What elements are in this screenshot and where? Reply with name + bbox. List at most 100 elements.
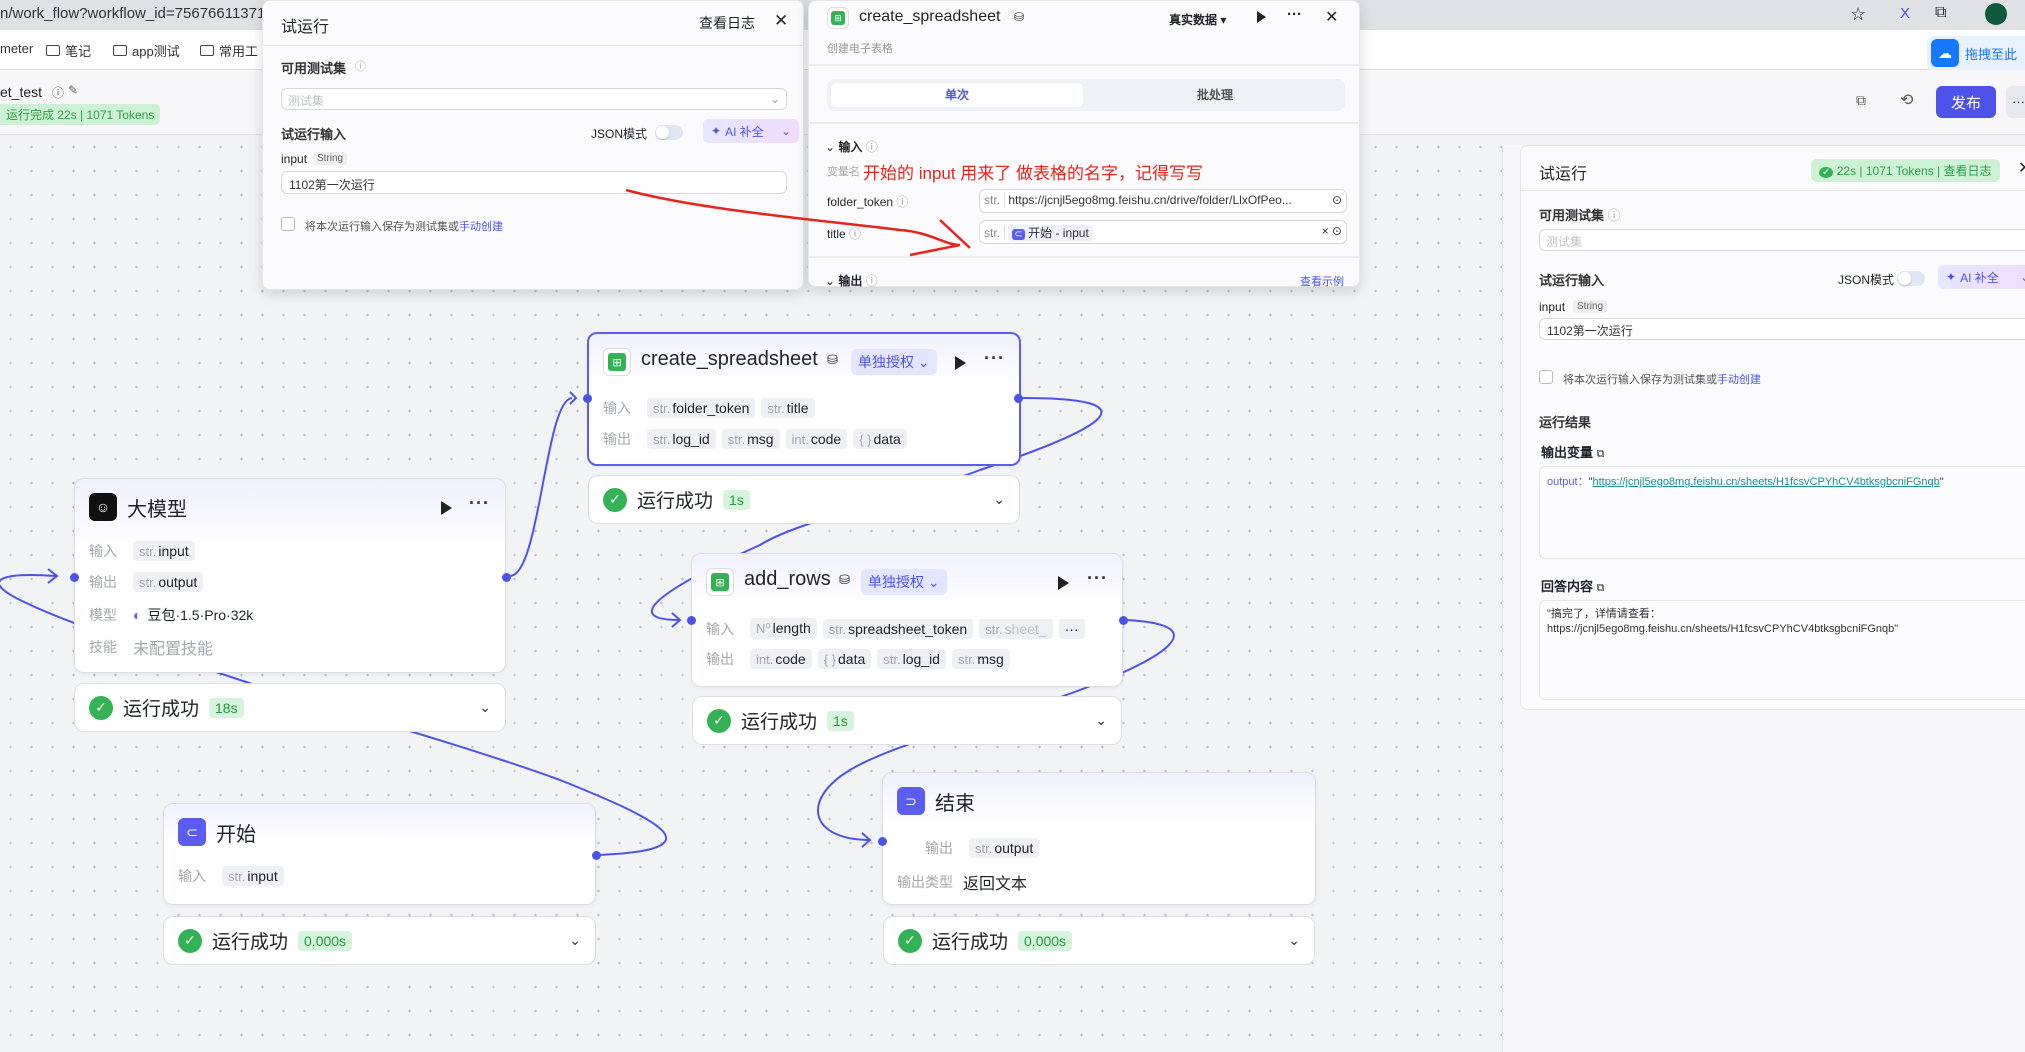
input-section-label: 试运行输入 xyxy=(281,127,347,142)
more-icon[interactable]: ··· xyxy=(1287,6,1302,23)
bookmark-label: meter xyxy=(0,41,34,56)
testset-select[interactable]: 测试集⌄ xyxy=(281,88,787,110)
red-arrow-line xyxy=(625,188,971,257)
chevron-down-icon[interactable]: ⌄ xyxy=(569,932,581,948)
view-log-link[interactable]: 查看日志 xyxy=(1943,164,1992,178)
input-port[interactable] xyxy=(878,837,887,846)
output-port[interactable] xyxy=(502,573,511,582)
output-section-toggle[interactable]: ⌄ 输出 ⓘ xyxy=(825,274,878,288)
manual-create-link[interactable]: 手动创建 xyxy=(1717,374,1761,386)
plugin-icon: ⛁ xyxy=(827,352,838,367)
input-port[interactable] xyxy=(687,616,696,625)
input-field[interactable]: 1102第一次运行 xyxy=(281,171,787,194)
tab-batch[interactable]: 批处理 xyxy=(1196,88,1233,102)
json-mode-label: JSON模式 xyxy=(1838,273,1895,287)
chevron-down-icon[interactable]: ⌄ xyxy=(479,699,491,715)
bookmark-item[interactable]: app测试 xyxy=(113,41,180,60)
divider xyxy=(809,64,1359,66)
close-icon[interactable]: ✕ xyxy=(774,11,789,30)
tab-single[interactable]: 单次 xyxy=(831,83,1083,107)
play-icon[interactable] xyxy=(1257,11,1266,23)
chevron-down-icon[interactable]: ⌄ xyxy=(1288,932,1300,948)
bookmark-item[interactable]: 笔记 xyxy=(46,41,91,60)
node-title: 结束 xyxy=(935,793,975,815)
create-spreadsheet-node[interactable]: ⊞ create_spreadsheet ⛁ 单独授权 ⌄ ··· 输入 str… xyxy=(583,332,1023,466)
publish-button[interactable]: 发布 xyxy=(1936,86,1996,118)
chevron-down-icon[interactable]: ⌄ xyxy=(993,491,1005,507)
ai-fill-button[interactable]: ✦AI 补全⌄ xyxy=(703,119,799,143)
node-title: 大模型 xyxy=(127,499,187,521)
input-port[interactable] xyxy=(583,394,592,403)
param-tag: str.sheet_ xyxy=(979,618,1053,639)
input-field[interactable]: 1102第一次运行 xyxy=(1539,318,2025,340)
check-icon: ✓ xyxy=(178,928,202,953)
save-testset-checkbox[interactable] xyxy=(1539,370,1553,384)
more-button[interactable]: ··· xyxy=(2006,86,2025,118)
manual-create-link[interactable]: 手动创建 xyxy=(459,221,503,233)
save-testset-checkbox[interactable] xyxy=(281,217,295,231)
more-icon[interactable]: ··· xyxy=(984,348,1005,368)
chevron-down-icon[interactable]: ⌄ xyxy=(1095,712,1107,728)
more-icon[interactable]: ··· xyxy=(469,493,490,513)
data-mode-dropdown[interactable]: 真实数据 ▾ xyxy=(1169,13,1227,27)
json-mode-toggle[interactable] xyxy=(655,125,683,140)
trial-run-panel-left: 试运行 查看日志 ✕ 可用测试集 ⓘ 测试集⌄ 试运行输入 JSON模式 ✦AI… xyxy=(262,0,804,290)
title-field[interactable]: str. ⊂ 开始 - input× ⊙ xyxy=(979,220,1347,244)
view-example-link[interactable]: 查看示例 xyxy=(1300,276,1344,288)
view-log-link[interactable]: 查看日志 xyxy=(699,15,755,31)
output-port[interactable] xyxy=(1119,616,1128,625)
output-url-link[interactable]: https://jcnjl5ego8mg.feishu.cn/sheets/H1… xyxy=(1592,476,1940,488)
more-params-button[interactable]: ··· xyxy=(1058,618,1085,639)
edit-icon[interactable]: ✎ xyxy=(68,83,79,97)
auth-dropdown[interactable]: 单独授权 ⌄ xyxy=(861,569,947,595)
output-port[interactable] xyxy=(1014,394,1023,403)
input-label: 输入 xyxy=(603,400,631,416)
auth-dropdown[interactable]: 单独授权 ⌄ xyxy=(851,349,937,375)
profile-avatar[interactable] xyxy=(1985,3,2007,25)
more-icon[interactable]: ··· xyxy=(1087,568,1108,588)
bookmark-item[interactable]: meter xyxy=(0,41,33,56)
play-icon[interactable] xyxy=(1058,576,1069,590)
copy-icon[interactable]: ⧉ xyxy=(1596,448,1605,460)
bookmark-item[interactable]: 常用工 xyxy=(200,41,258,60)
folder-token-field[interactable]: str. https://jcnjl5ego8mg.feishu.cn/driv… xyxy=(979,189,1347,213)
info-icon[interactable]: ⓘ xyxy=(355,61,366,73)
json-mode-toggle[interactable] xyxy=(1897,271,1925,286)
testset-select[interactable]: 测试集 xyxy=(1539,229,2025,251)
param-tag: str.msg xyxy=(721,429,780,449)
variable-ref-icon: × ⊙ xyxy=(1321,224,1342,238)
extension-x-icon[interactable]: X xyxy=(1900,5,1911,22)
copy-icon[interactable]: ⧉ xyxy=(1596,582,1605,594)
ai-fill-button[interactable]: ✦AI 补全⌄ xyxy=(1938,265,2025,289)
info-icon[interactable]: ⓘ xyxy=(52,86,65,100)
close-icon[interactable]: ✕ xyxy=(1325,9,1339,26)
divider xyxy=(263,45,803,46)
folder-icon xyxy=(46,45,60,56)
llm-icon: ☺ xyxy=(89,493,117,521)
copy-icon[interactable]: ⧉ xyxy=(1856,92,1866,108)
history-icon[interactable]: ⟲ xyxy=(1900,92,1914,109)
output-port[interactable] xyxy=(592,851,601,860)
drag-upload-widget[interactable]: ☁ 拖拽至此 xyxy=(1927,36,2025,70)
skill-value: 未配置技能 xyxy=(133,641,214,658)
input-section-toggle[interactable]: ⌄ 输入 ⓘ xyxy=(825,140,878,154)
extensions-icon[interactable]: ⧉ xyxy=(1935,4,1947,21)
play-icon[interactable] xyxy=(441,501,452,515)
close-icon[interactable]: ✕ xyxy=(2018,160,2025,177)
star-icon[interactable]: ☆ xyxy=(1850,4,1867,24)
duration-badge: 1s xyxy=(723,489,750,510)
play-icon[interactable] xyxy=(955,356,966,370)
url-text[interactable]: n/work_flow?workflow_id=75676611371 xyxy=(0,5,266,22)
folder-icon xyxy=(200,45,214,56)
input-port[interactable] xyxy=(70,573,79,582)
